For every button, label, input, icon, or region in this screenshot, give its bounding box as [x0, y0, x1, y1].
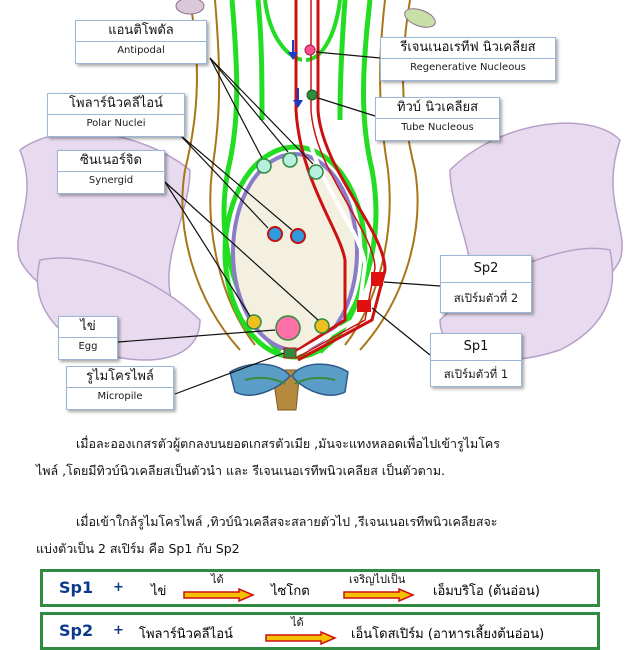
egg-cell	[275, 315, 301, 341]
label-sp2-text: สเปิร์มตัวที่ 2	[453, 291, 519, 305]
para1-line1: เมื่อละอองเกสรตัวผู้ตกลงบนยอดเกสรตัวเมีย…	[76, 436, 500, 451]
paragraph-pollination: เมื่อละอองเกสรตัวผู้ตกลงบนยอดเกสรตัวเมีย…	[36, 430, 612, 484]
label-micropile-th: รูไมโครไพล์	[67, 367, 173, 388]
right-arrow-icon	[265, 631, 337, 645]
label-egg-en: Egg	[78, 341, 98, 352]
para1-line2: ไพล์ ,โดยมีทิวบ์นิวเคลียสเป็นตัวนำ และ ร…	[36, 463, 446, 478]
label-tube-th: ทิวบ์ นิวเคลียส	[376, 98, 499, 119]
label-polar-nuclei: โพลาร์นิวคลีไอน์ Polar Nuclei	[47, 93, 185, 137]
para2-line1: เมื่อเข้าใกล้รูไมโครไพล์ ,ทิวบ์นิวเคลีสจ…	[76, 514, 498, 529]
tube-nucleus	[306, 89, 318, 101]
antipodal-cell	[282, 152, 298, 168]
label-sp2-code: Sp2	[441, 256, 531, 283]
label-polar-nuclei-th: โพลาร์นิวคลีไอน์	[48, 94, 184, 115]
label-antipodal-en: Antipodal	[117, 45, 165, 56]
label-sp2: Sp2 สเปิร์มตัวที่ 2	[440, 255, 532, 313]
micropyle-marker	[283, 347, 297, 359]
sperm-2	[371, 272, 383, 286]
green-layer-inner	[255, 0, 348, 121]
formula2-sp: Sp2	[59, 621, 94, 640]
label-tube-en: Tube Nucleous	[401, 122, 474, 133]
synergid-cell	[314, 318, 330, 334]
formula1-arrow2-label: เจริญไปเป็น	[349, 573, 406, 586]
right-arrow-icon	[183, 588, 255, 602]
polar-nucleus	[290, 228, 306, 244]
label-sp1-code: Sp1	[431, 334, 521, 361]
label-antipodal: แอนติโพดัล Antipodal	[75, 20, 207, 64]
label-synergid-th: ซินเนอร์จิด	[58, 151, 164, 172]
formula1-sp: Sp1	[59, 578, 94, 597]
right-arrow-icon	[343, 588, 415, 602]
label-regenerative-nucleus: รีเจนเนอเรทีฟ นิวเคลียส Regenerative Nuc…	[380, 37, 556, 81]
formula-sp1: Sp1 + ไข่ ได้ ไซโกต เจริญไปเป็น เอ็มบริโ…	[40, 569, 600, 607]
sperm-1	[357, 300, 371, 312]
formula2-arrow1-label: ได้	[291, 616, 304, 629]
formula1-arrow1-label: ได้	[211, 573, 224, 586]
down-arrow-icon-1	[288, 40, 298, 60]
antipodal-cell	[308, 164, 324, 180]
label-micropile-en: Micropile	[97, 391, 143, 402]
label-sp1: Sp1 สเปิร์มตัวที่ 1	[430, 333, 522, 387]
paragraph-division: เมื่อเข้าใกล้รูไมโครไพล์ ,ทิวบ์นิวเคลีสจ…	[36, 508, 612, 562]
sepal-right	[291, 363, 349, 396]
label-antipodal-th: แอนติโพดัล	[76, 21, 206, 42]
para2-line2: แบ่งตัวเป็น 2 สเปิร์ม คือ Sp1 กับ Sp2	[36, 541, 240, 556]
label-regenerative-th: รีเจนเนอเรทีฟ นิวเคลียส	[381, 38, 555, 59]
polar-nucleus	[267, 226, 283, 242]
formula2-plus: +	[113, 623, 124, 638]
label-egg-th: ไข่	[59, 317, 117, 338]
label-tube-nucleus: ทิวบ์ นิวเคลียส Tube Nucleous	[375, 97, 500, 141]
formula2-partner: โพลาร์นิวคลีไอน์	[139, 627, 233, 642]
label-egg: ไข่ Egg	[58, 316, 118, 360]
formula1-plus: +	[113, 580, 124, 595]
label-regenerative-en: Regenerative Nucleous	[410, 62, 526, 73]
down-arrow-icon-2	[293, 88, 303, 108]
label-micropile: รูไมโครไพล์ Micropile	[66, 366, 174, 410]
label-polar-nuclei-en: Polar Nuclei	[86, 118, 146, 129]
regenerative-nucleus	[304, 44, 316, 56]
formula2-result: เอ็นโดสเปิร์ม (อาหารเลี้ยงต้นอ่อน)	[351, 627, 545, 642]
pollen-tube-outer	[289, 0, 347, 357]
label-sp1-text: สเปิร์มตัวที่ 1	[443, 367, 509, 381]
formula1-result: ไซโกต	[271, 584, 310, 599]
formula1-final: เอ็มบริโอ (ต้นอ่อน)	[433, 584, 540, 599]
label-synergid-en: Synergid	[88, 175, 134, 186]
antipodal-cell	[256, 158, 272, 174]
label-synergid: ซินเนอร์จิด Synergid	[57, 150, 165, 194]
pollen-tube-inner	[297, 0, 387, 362]
formula-sp2: Sp2 + โพลาร์นิวคลีไอน์ ได้ เอ็นโดสเปิร์ม…	[40, 612, 600, 650]
synergid-cell	[246, 314, 262, 330]
formula1-partner: ไข่	[151, 584, 167, 599]
